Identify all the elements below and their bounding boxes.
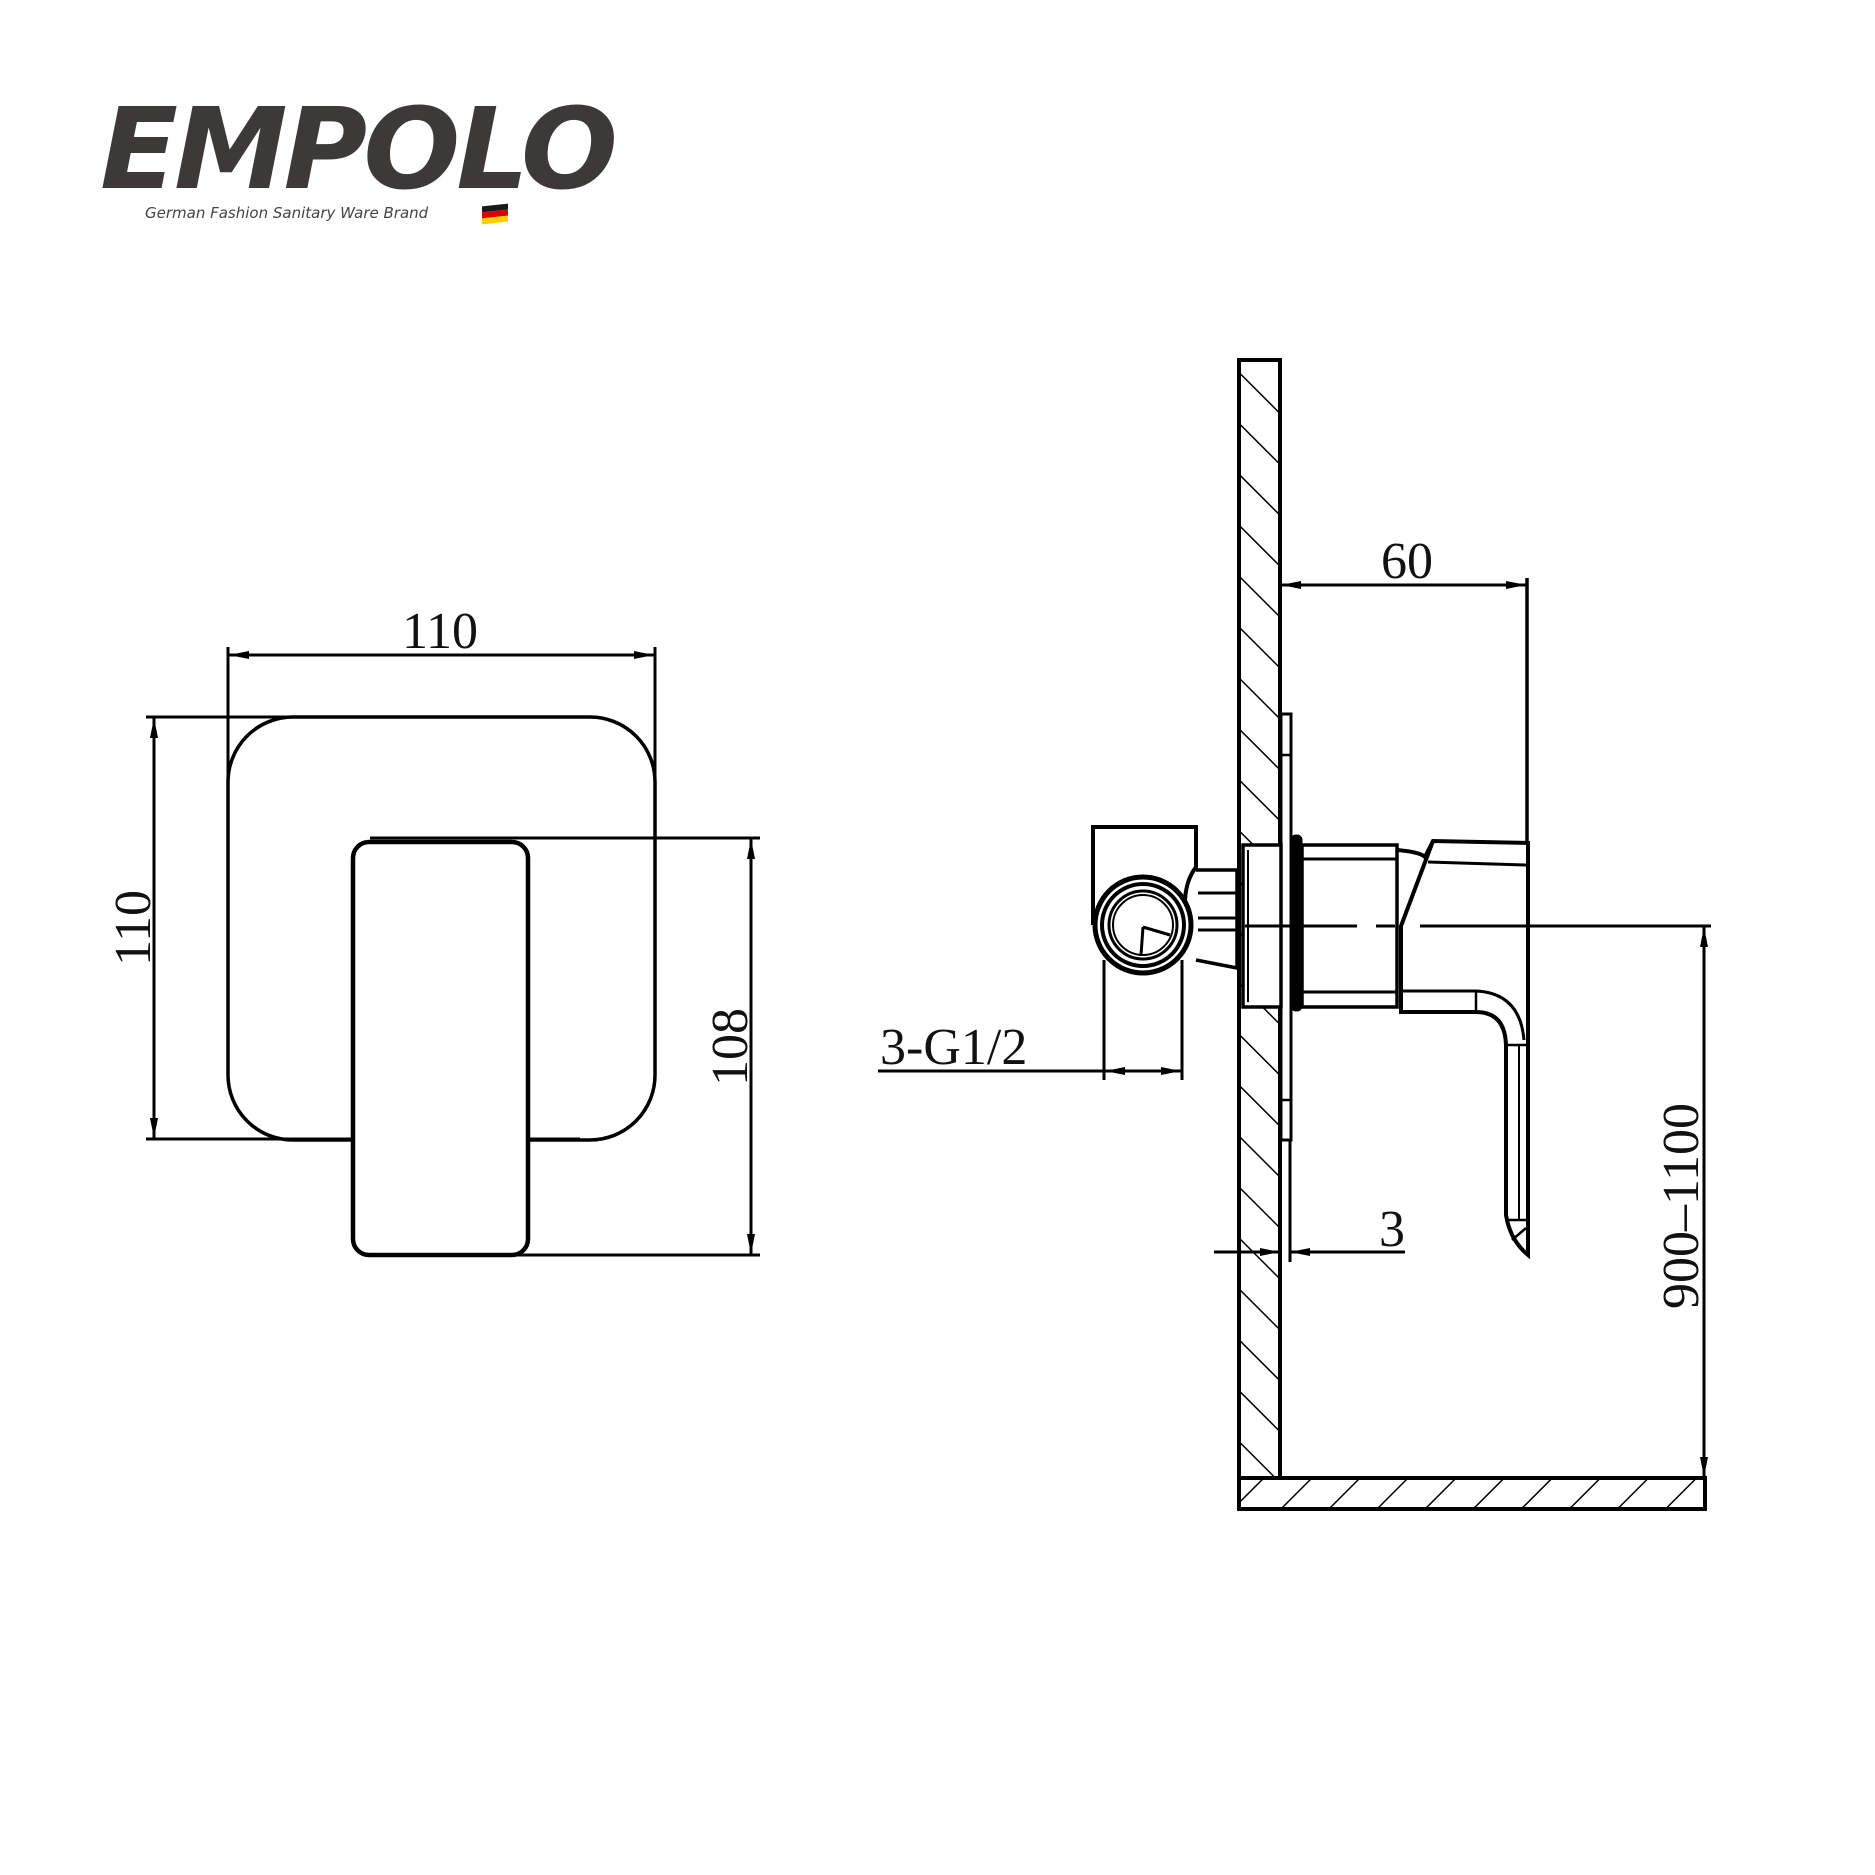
label-plate-gap: 3 [1379,1201,1405,1258]
handle-side-profile [1396,838,1530,1260]
front-view [146,647,760,1258]
valve-flange [1290,834,1303,1012]
handle-outline [350,839,531,1258]
label-plate-height: 110 [105,890,162,966]
brand-tagline: German Fashion Sanitary Ware Brand [145,204,429,222]
side-view [878,358,1711,1511]
brand-logo: EMPOLO German Fashion Sanitary Ware Bran… [100,94,618,230]
brand-wordmark: EMPOLO [100,85,618,215]
floor-section [1237,1476,1707,1511]
label-connection: 3-G1/2 [880,1019,1027,1076]
label-handle-height: 108 [702,1008,759,1086]
label-projection: 60 [1381,533,1433,590]
label-mount-height: 900–1100 [1653,1103,1710,1309]
label-plate-width: 110 [402,603,478,660]
